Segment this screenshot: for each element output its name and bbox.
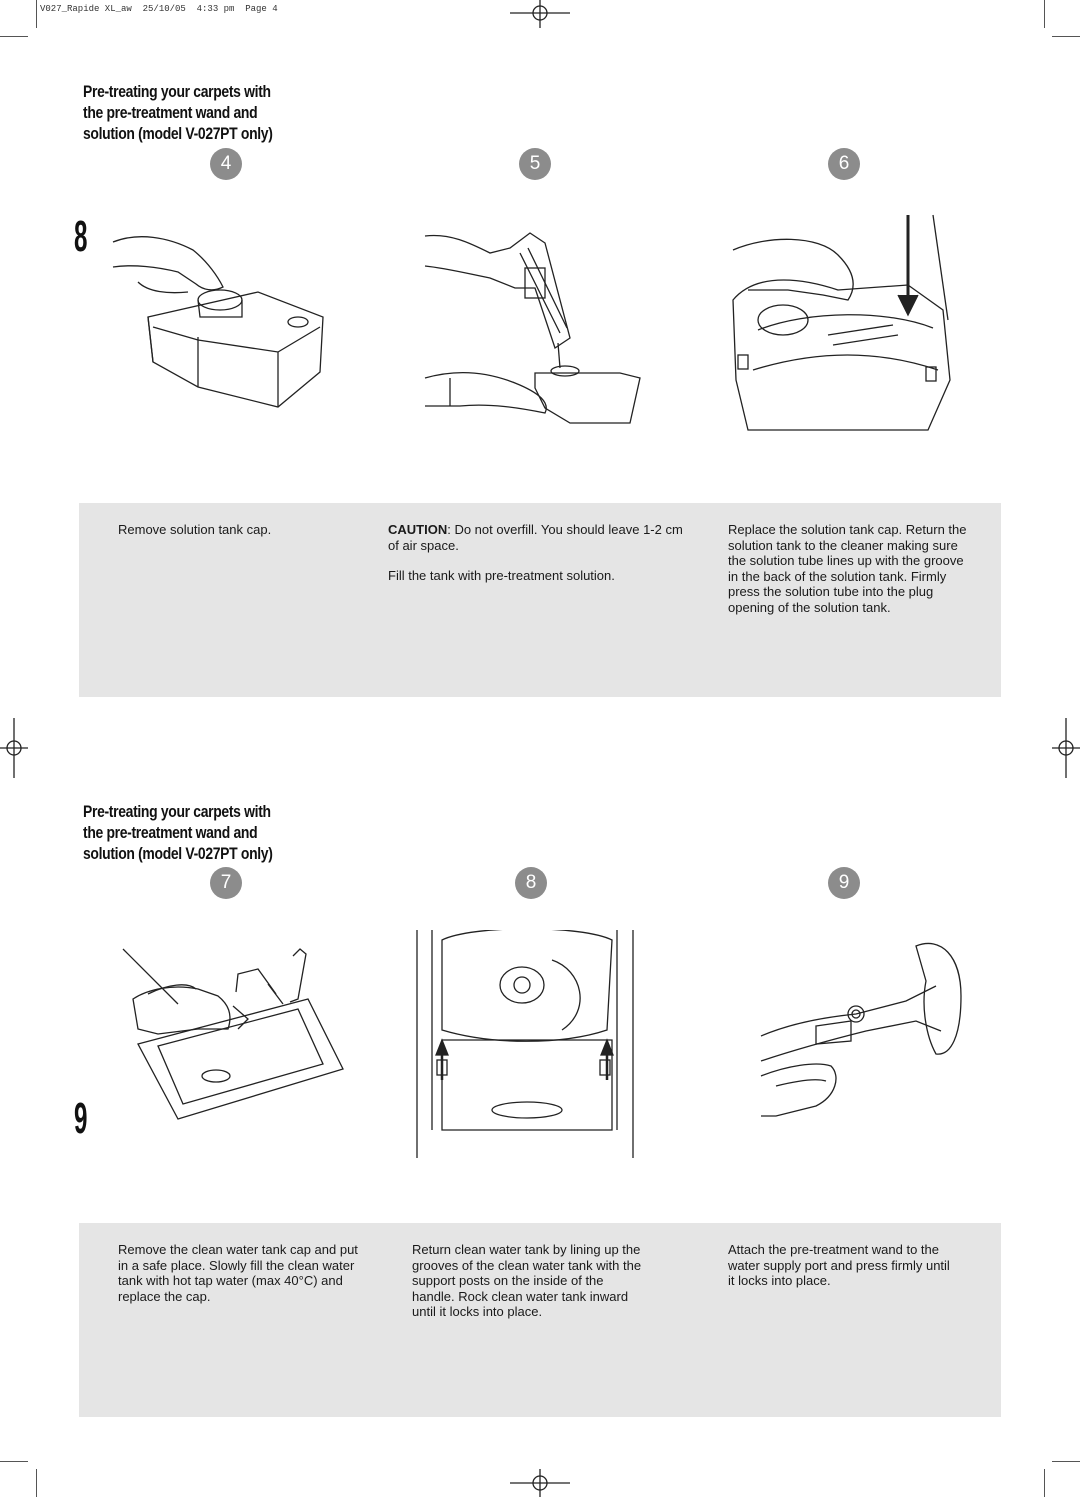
step-9-text: Attach the pre-treatment wand to the wat… xyxy=(728,1242,953,1304)
crop-mark-tr-v xyxy=(1044,0,1045,28)
illustration-fill-at-sink xyxy=(122,948,344,1120)
caution-label: CAUTION xyxy=(388,522,448,537)
step-badge-6: 6 xyxy=(828,148,860,180)
section-9-number: 9 xyxy=(74,1094,88,1143)
crop-mark-tr-h xyxy=(1052,36,1080,37)
registration-mark-bottom xyxy=(510,1469,570,1497)
illustration-fill-tank xyxy=(424,232,641,424)
step-7-text: Remove the clean water tank cap and put … xyxy=(118,1242,363,1319)
step-4-text: Remove solution tank cap. xyxy=(118,522,358,553)
step-8-instruction: Return clean water tank by lining up the… xyxy=(412,1242,642,1320)
illustration-remove-cap xyxy=(112,236,324,408)
section-9-title: Pre-treating your carpets with the pre-t… xyxy=(83,802,273,863)
caution-text: : Do not overfill. You should leave 1-2 … xyxy=(388,522,683,553)
step-badge-9: 9 xyxy=(828,867,860,899)
step-4-instruction: Remove solution tank cap. xyxy=(118,522,272,537)
registration-mark-left xyxy=(0,718,28,778)
printer-slug: V027_Rapide XL_aw 25/10/05 4:33 pm Page … xyxy=(40,4,278,14)
step-5-text: CAUTION: Do not overfill. You should lea… xyxy=(388,522,688,599)
step-badge-7: 7 xyxy=(210,867,242,899)
step-9-instruction: Attach the pre-treatment wand to the wat… xyxy=(728,1242,950,1289)
instructions-panel-section-8 xyxy=(79,503,1001,697)
illustration-return-water-tank xyxy=(416,930,634,1158)
step-7-instruction: Remove the clean water tank cap and put … xyxy=(118,1242,358,1304)
section-8-title: Pre-treating your carpets with the pre-t… xyxy=(83,82,273,143)
step-badge-4: 4 xyxy=(210,148,242,180)
crop-mark-br-v xyxy=(1044,1469,1045,1497)
section-8-number: 8 xyxy=(74,212,88,261)
step-5-instruction: Fill the tank with pre-treatment solutio… xyxy=(388,568,615,584)
step-badge-8: 8 xyxy=(515,867,547,899)
instructions-panel-section-9 xyxy=(79,1223,1001,1417)
step-6-instruction: Replace the solution tank cap. Return th… xyxy=(728,522,967,615)
crop-mark-br-h xyxy=(1052,1461,1080,1462)
illustration-replace-cap xyxy=(732,214,951,431)
crop-mark-bl-h xyxy=(0,1461,28,1462)
crop-mark-tl-v xyxy=(36,0,37,28)
step-badge-5: 5 xyxy=(519,148,551,180)
crop-mark-bl-v xyxy=(36,1469,37,1497)
registration-mark-top xyxy=(510,0,570,28)
step-5-caution: CAUTION: Do not overfill. You should lea… xyxy=(388,522,688,553)
registration-mark-right xyxy=(1052,718,1080,778)
crop-mark-tl-h xyxy=(0,36,28,37)
step-6-text: Replace the solution tank cap. Return th… xyxy=(728,522,968,631)
illustration-attach-wand xyxy=(760,942,962,1117)
step-8-text: Return clean water tank by lining up the… xyxy=(412,1242,642,1335)
